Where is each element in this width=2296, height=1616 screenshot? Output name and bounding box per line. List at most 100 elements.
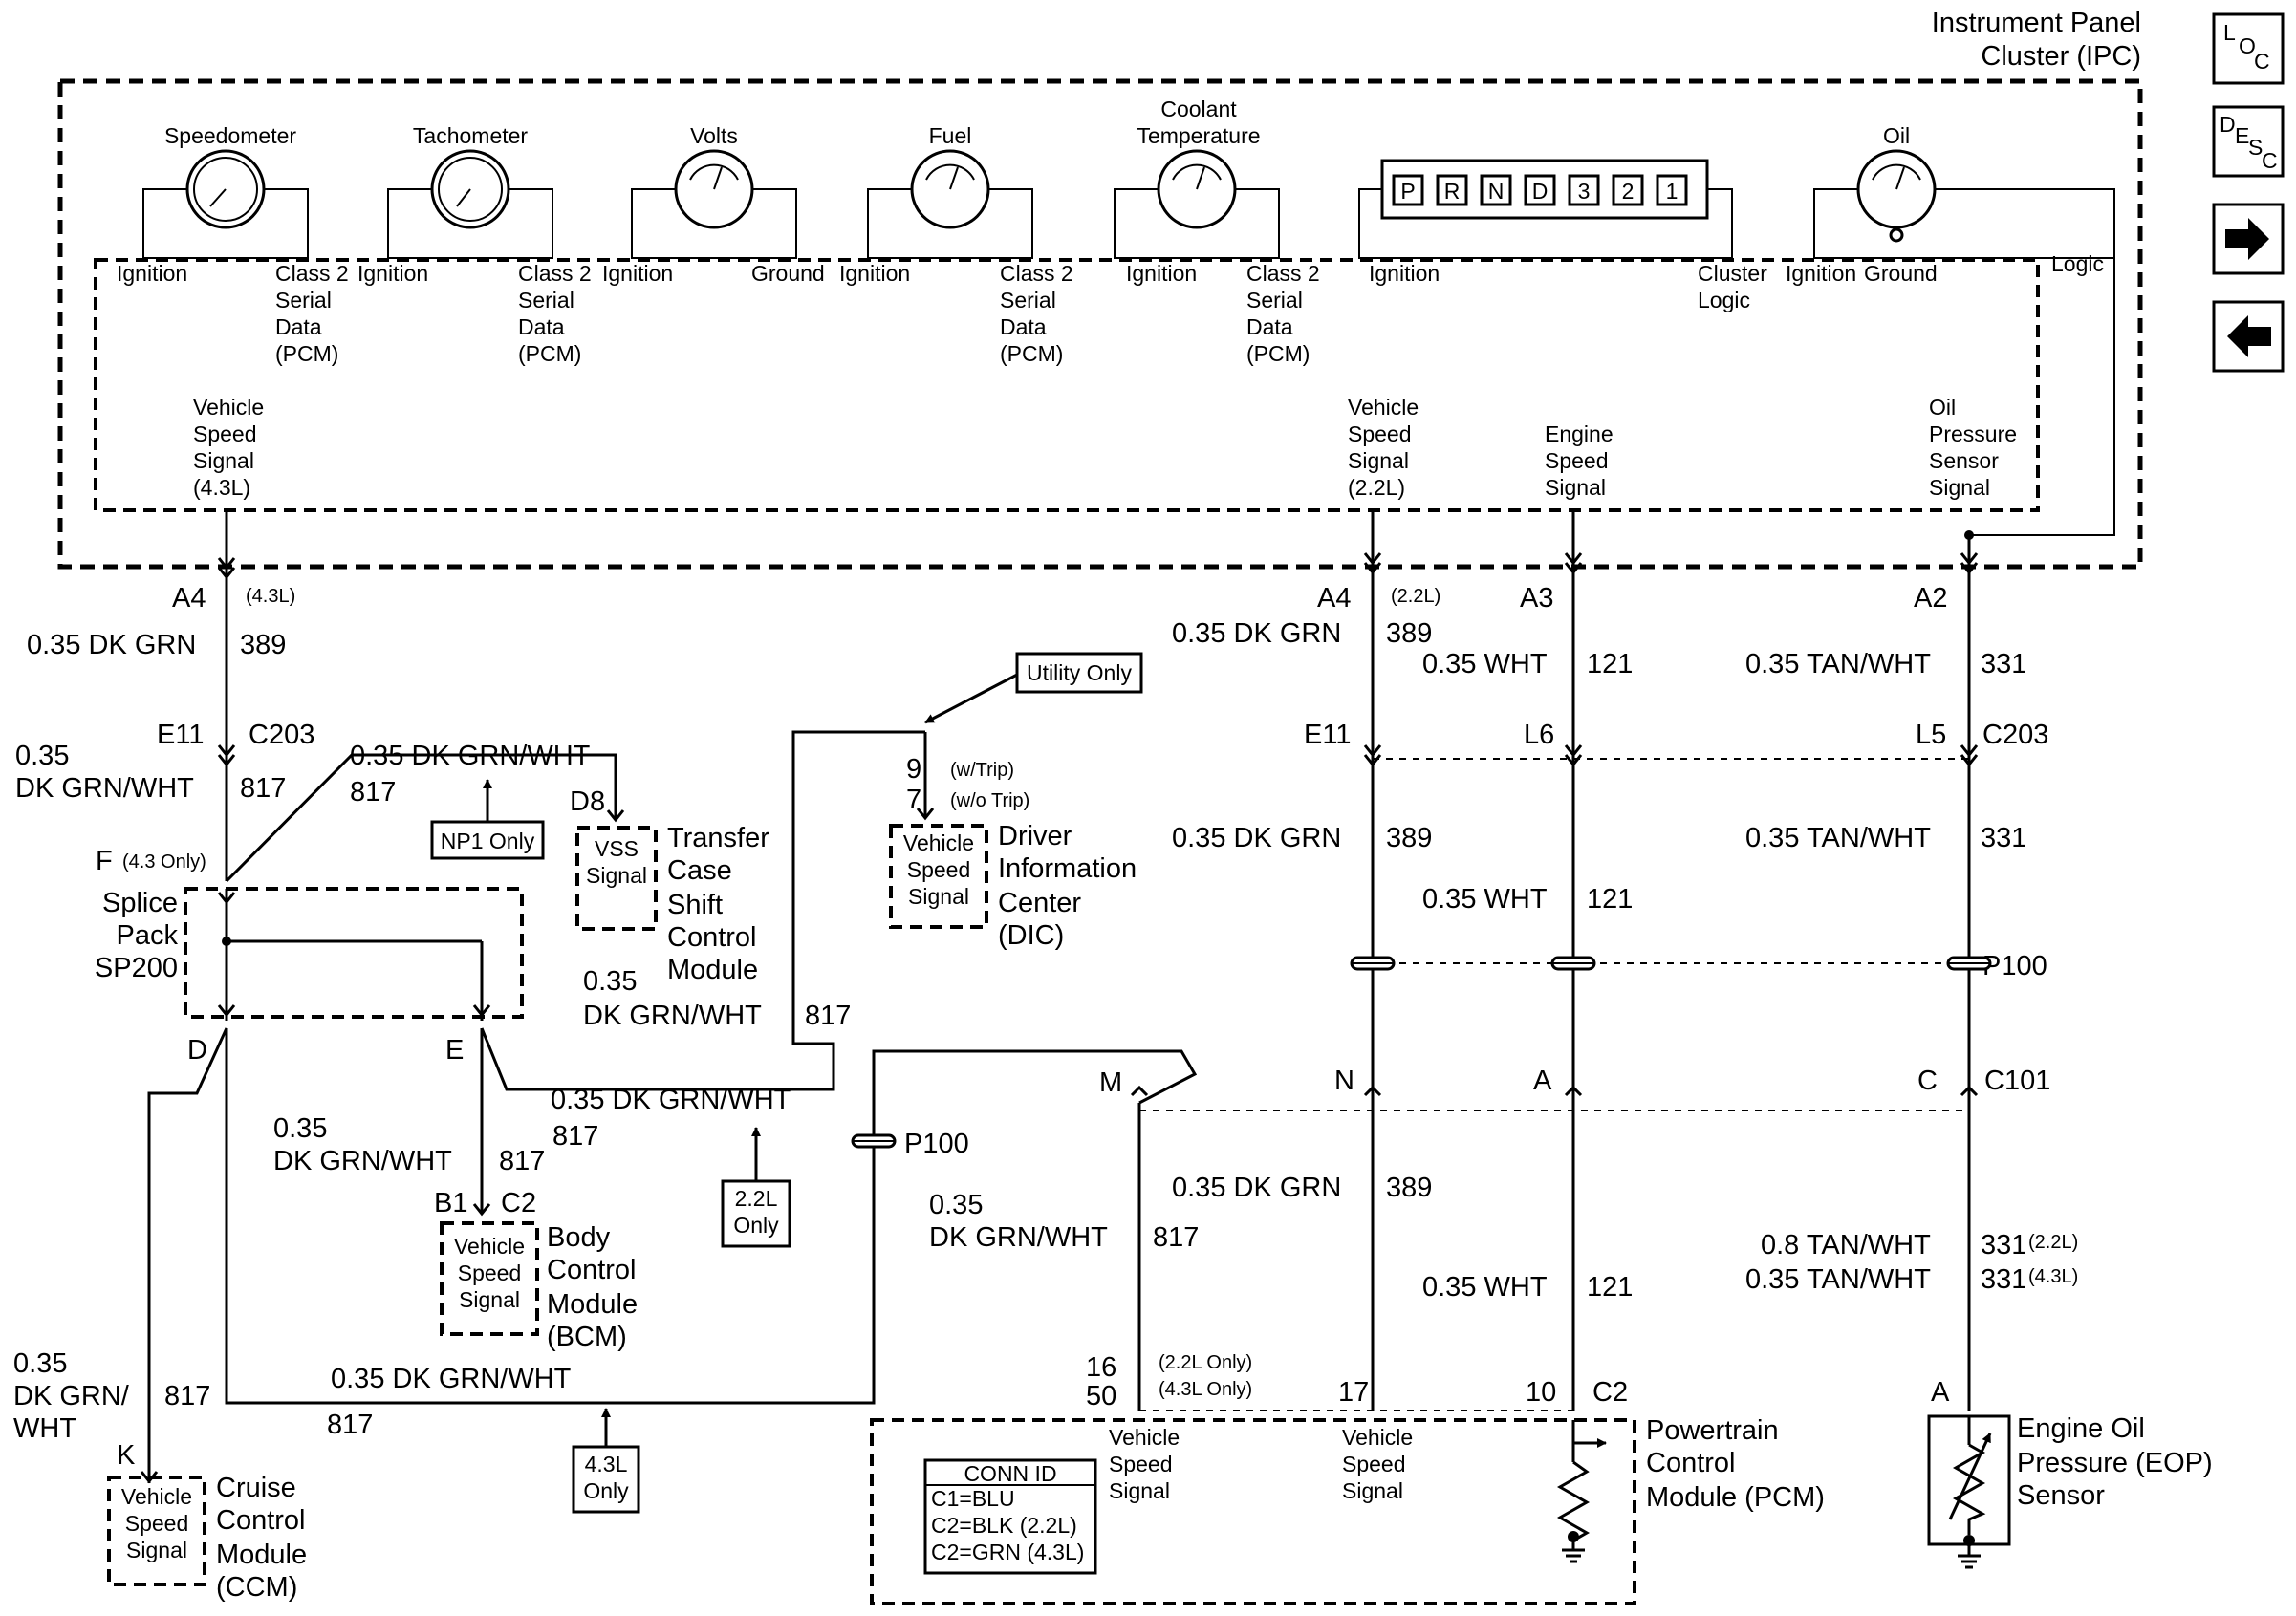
svg-text:Only: Only (733, 1213, 779, 1238)
gear-position-label: R (1444, 179, 1461, 204)
svg-text:Signal: Signal (126, 1538, 187, 1562)
svg-text:A2: A2 (1914, 583, 1947, 614)
svg-text:Module (PCM): Module (PCM) (1646, 1482, 1825, 1513)
arrow-right-icon (2225, 218, 2269, 260)
svg-text:Speed: Speed (1545, 448, 1609, 473)
svg-text:Signal: Signal (1545, 475, 1606, 500)
svg-text:D8: D8 (570, 786, 605, 817)
svg-text:(2.2L): (2.2L) (2028, 1232, 2078, 1253)
connector-p100-right (1350, 956, 1992, 971)
fuel-gauge-icon: Fuel (867, 123, 1033, 259)
svg-text:0.35: 0.35 (15, 741, 69, 771)
transfer-case-shift-control-module: VSS Signal Transfer Case Shift Control M… (575, 823, 769, 985)
svg-text:0.35 WHT: 0.35 WHT (1422, 649, 1548, 679)
svg-text:Signal: Signal (908, 884, 969, 909)
svg-text:Ignition: Ignition (602, 261, 673, 286)
svg-text:C2: C2 (1592, 1377, 1628, 1408)
svg-text:Class 2: Class 2 (1246, 261, 1320, 286)
svg-text:Signal: Signal (193, 448, 254, 473)
svg-text:Vehicle: Vehicle (1109, 1425, 1180, 1450)
svg-text:(w/o Trip): (w/o Trip) (950, 790, 1029, 811)
svg-text:L: L (2223, 20, 2236, 45)
svg-text:SP200: SP200 (95, 953, 178, 983)
svg-text:C203: C203 (1982, 720, 2048, 750)
svg-text:C2=BLK (2.2L): C2=BLK (2.2L) (931, 1513, 1077, 1538)
svg-text:N: N (1334, 1066, 1354, 1096)
description-button[interactable]: D E S C (2212, 105, 2285, 178)
splice-pack-sp200: Splice Pack SP200 (95, 887, 524, 1021)
svg-text:Ignition: Ignition (1126, 261, 1197, 286)
svg-text:Sensor: Sensor (2017, 1480, 2105, 1511)
ipc-module: Instrument Panel Cluster (IPC) Speedomet… (57, 8, 2143, 570)
svg-text:E11: E11 (1304, 720, 1351, 750)
location-button[interactable]: L O C (2212, 12, 2285, 85)
svg-text:Driver: Driver (998, 821, 1072, 851)
svg-text:Class 2: Class 2 (1000, 261, 1073, 286)
variable-resistor-icon (1948, 1416, 1992, 1569)
svg-text:Case: Case (667, 855, 732, 886)
svg-text:331: 331 (1981, 1264, 2026, 1295)
svg-text:Module: Module (216, 1540, 307, 1570)
svg-text:B1: B1 (434, 1188, 467, 1218)
svg-text:Speed: Speed (1109, 1452, 1173, 1476)
engine-oil-pressure-sensor: Engine Oil Pressure (EOP) Sensor (1927, 1413, 2213, 1569)
gear-position-label: D (1532, 179, 1549, 204)
arrow-left-icon (2227, 315, 2271, 357)
svg-text:Signal: Signal (1348, 448, 1409, 473)
svg-text:331: 331 (1981, 649, 2026, 679)
ipc-title-line2: Cluster (IPC) (1981, 41, 2141, 72)
volts-gauge-icon: Volts (631, 123, 797, 259)
svg-text:Module: Module (667, 955, 758, 985)
svg-text:0.8 TAN/WHT: 0.8 TAN/WHT (1761, 1230, 1931, 1260)
svg-text:817: 817 (240, 773, 286, 804)
svg-text:121: 121 (1587, 884, 1633, 915)
svg-text:0.35 TAN/WHT: 0.35 TAN/WHT (1745, 823, 1931, 853)
svg-text:Serial: Serial (518, 288, 574, 312)
gear-position-label: N (1488, 179, 1505, 204)
svg-text:A: A (1533, 1066, 1552, 1096)
svg-text:C: C (2262, 148, 2278, 173)
svg-text:Speedometer: Speedometer (164, 123, 296, 148)
svg-text:Speed: Speed (458, 1260, 522, 1285)
svg-text:817: 817 (327, 1410, 373, 1440)
svg-text:E11: E11 (157, 720, 204, 750)
svg-text:Control: Control (547, 1255, 637, 1285)
svg-text:Vehicle: Vehicle (1348, 395, 1419, 420)
previous-page-button[interactable] (2212, 300, 2285, 373)
oil-pressure-gauge-icon: Oil (1813, 123, 2115, 259)
svg-text:C2: C2 (501, 1188, 536, 1218)
svg-text:C101: C101 (1984, 1066, 2050, 1096)
svg-text:817: 817 (350, 777, 396, 808)
svg-text:0.35 DK GRN/WHT: 0.35 DK GRN/WHT (331, 1364, 572, 1394)
svg-text:0.35 DK GRN: 0.35 DK GRN (1172, 618, 1341, 649)
svg-text:Logic: Logic (1698, 288, 1750, 312)
svg-text:Temperature: Temperature (1137, 123, 1260, 148)
svg-text:NP1 Only: NP1 Only (441, 829, 535, 853)
svg-text:Body: Body (547, 1222, 611, 1253)
svg-text:Ground: Ground (751, 261, 825, 286)
svg-text:Utility Only: Utility Only (1027, 660, 1132, 685)
svg-text:Cruise: Cruise (216, 1473, 296, 1503)
svg-text:P100: P100 (904, 1129, 969, 1159)
svg-text:C1=BLU: C1=BLU (931, 1486, 1015, 1511)
svg-text:Serial: Serial (1000, 288, 1056, 312)
svg-text:Data: Data (1246, 314, 1293, 339)
svg-text:Tachometer: Tachometer (413, 123, 529, 148)
svg-text:Speed: Speed (193, 421, 257, 446)
svg-text:331: 331 (1981, 1230, 2026, 1260)
svg-text:Engine: Engine (1545, 421, 1614, 446)
svg-text:F: F (96, 846, 113, 876)
svg-text:(4.3L): (4.3L) (246, 586, 295, 607)
svg-text:0.35 TAN/WHT: 0.35 TAN/WHT (1745, 1264, 1931, 1295)
next-page-button[interactable] (2212, 203, 2285, 275)
svg-text:Data: Data (518, 314, 565, 339)
svg-text:Vehicle: Vehicle (903, 830, 974, 855)
svg-text:CONN ID: CONN ID (964, 1461, 1056, 1486)
svg-text:A3: A3 (1520, 583, 1553, 614)
svg-text:Vehicle: Vehicle (193, 395, 264, 420)
cruise-control-module: Vehicle Speed Signal Cruise Control Modu… (107, 1473, 307, 1603)
svg-text:DK GRN/WHT: DK GRN/WHT (929, 1222, 1108, 1253)
svg-text:0.35 DK GRN: 0.35 DK GRN (27, 630, 196, 660)
svg-text:Vehicle: Vehicle (454, 1234, 525, 1259)
